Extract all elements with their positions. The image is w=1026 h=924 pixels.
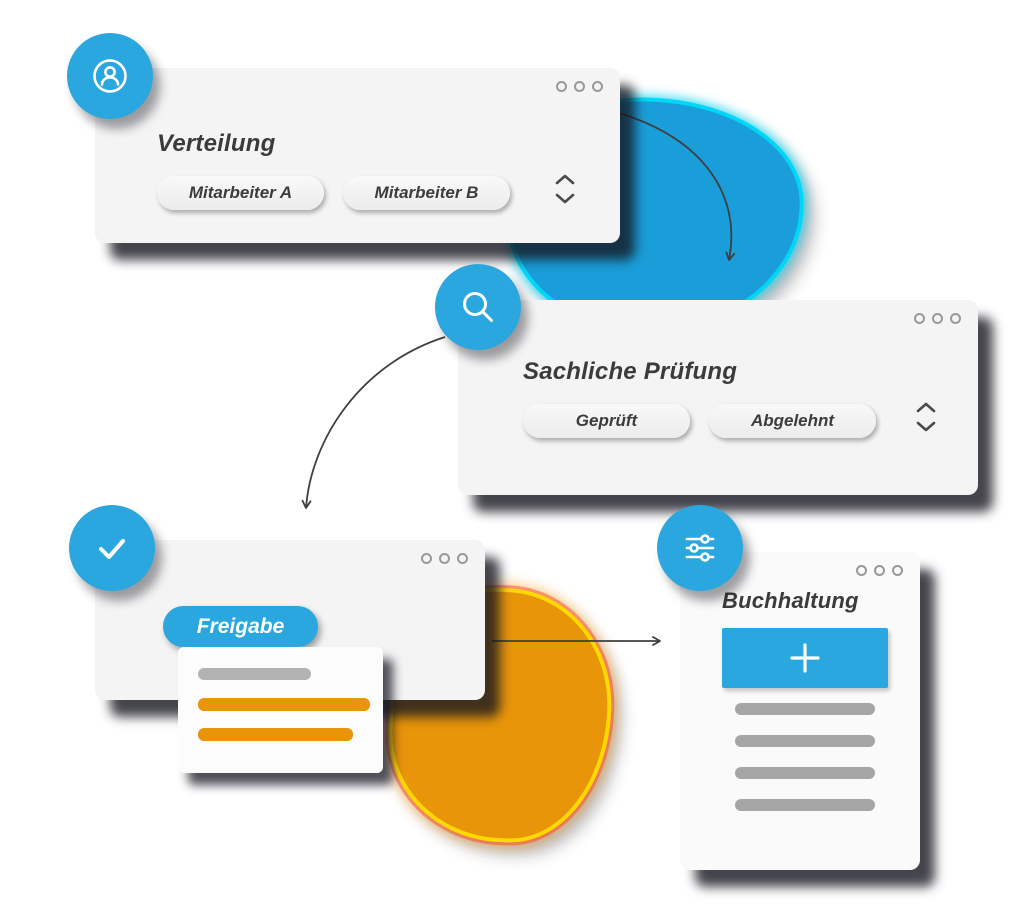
window-verteilung: Verteilung Mitarbeiter A Mitarbeiter B: [95, 68, 620, 243]
window-dot: [914, 313, 925, 324]
card-title-verteilung: Verteilung: [157, 130, 276, 157]
window-dots: [856, 565, 903, 576]
window-dot: [592, 81, 603, 92]
reorder-control[interactable]: [555, 174, 575, 204]
search-badge: [435, 264, 521, 350]
check-badge: [69, 505, 155, 591]
sliders-badge: [657, 505, 743, 591]
list-line: [735, 735, 875, 747]
user-badge: [67, 33, 153, 119]
window-dot: [892, 565, 903, 576]
chevron-up-icon: [555, 174, 575, 185]
window-dot: [421, 553, 432, 564]
window-dot: [457, 553, 468, 564]
sliders-icon: [685, 534, 715, 562]
freigabe-button[interactable]: Freigabe: [163, 606, 318, 647]
window-dots: [556, 81, 603, 92]
window-dot: [856, 565, 867, 576]
mitarbeiter-b-button[interactable]: Mitarbeiter B: [343, 176, 510, 210]
window-dot: [950, 313, 961, 324]
user-icon: [93, 59, 127, 93]
window-buchhaltung: Buchhaltung: [680, 552, 920, 870]
add-entry-button[interactable]: [722, 628, 888, 688]
text-line-orange: [198, 728, 353, 741]
check-icon: [99, 539, 125, 559]
card-title-pruefung: Sachliche Prüfung: [523, 358, 738, 385]
list-line: [735, 767, 875, 779]
window-sachliche-pruefung: Sachliche Prüfung Geprüft Abgelehnt: [458, 300, 978, 495]
mitarbeiter-a-button[interactable]: Mitarbeiter A: [157, 176, 324, 210]
window-dot: [439, 553, 450, 564]
window-dot: [574, 81, 585, 92]
chevron-up-icon: [916, 402, 936, 413]
search-icon: [463, 292, 493, 322]
reorder-control[interactable]: [916, 402, 936, 432]
card-title-buchhaltung: Buchhaltung: [722, 588, 859, 613]
chevron-down-icon: [916, 421, 936, 432]
abgelehnt-button[interactable]: Abgelehnt: [709, 404, 876, 438]
arrow-pruefung-to-freigabe: [301, 336, 446, 509]
list-line: [735, 703, 875, 715]
text-line-orange: [198, 698, 370, 711]
list-line: [735, 799, 875, 811]
window-dots: [914, 313, 961, 324]
document-preview: [178, 647, 383, 773]
window-dots: [421, 553, 468, 564]
entry-list: [735, 703, 875, 831]
window-dot: [556, 81, 567, 92]
text-line-gray: [198, 668, 311, 680]
geprueft-button[interactable]: Geprüft: [523, 404, 690, 438]
assignee-buttons: Mitarbeiter A Mitarbeiter B: [157, 176, 510, 210]
review-buttons: Geprüft Abgelehnt: [523, 404, 876, 438]
window-dot: [874, 565, 885, 576]
plus-icon: [790, 643, 820, 673]
window-freigabe: Freigabe: [95, 540, 485, 773]
window-dot: [932, 313, 943, 324]
chevron-down-icon: [555, 193, 575, 204]
